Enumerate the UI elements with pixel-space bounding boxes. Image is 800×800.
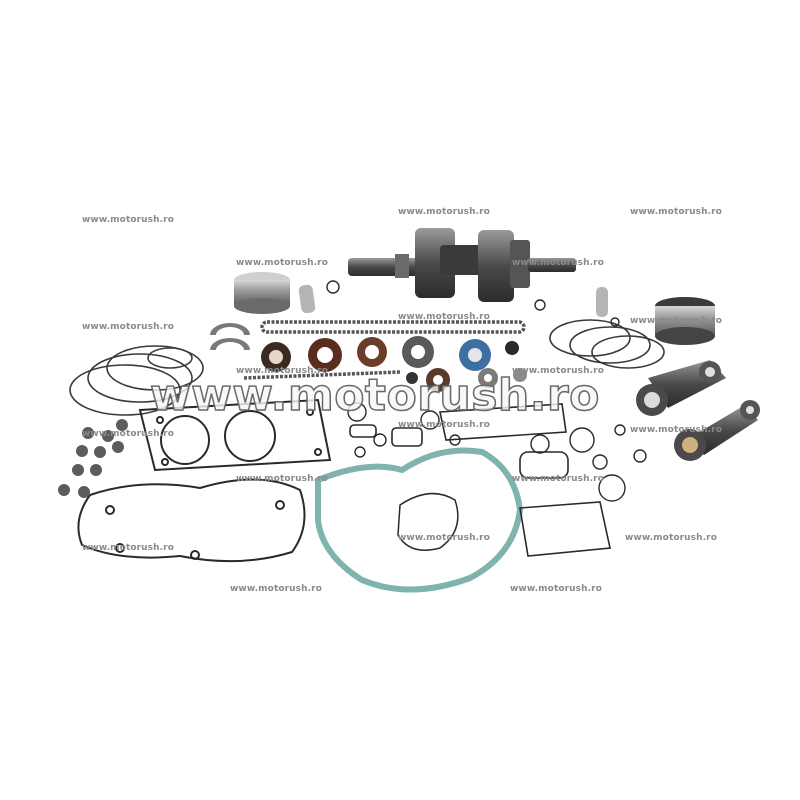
watermark-text: www.motorush.ro	[82, 215, 174, 225]
watermark-text: www.motorush.ro	[236, 366, 328, 376]
watermark-text: www.motorush.ro	[512, 474, 604, 484]
roller-bearing	[478, 368, 527, 388]
watermark-text: www.motorush.ro	[236, 474, 328, 484]
watermark-text: www.motorush.ro	[236, 258, 328, 268]
oil-seals	[261, 336, 519, 392]
base-gasket	[77, 478, 306, 563]
watermark-text: www.motorush.ro	[82, 429, 174, 439]
watermark-text: www.motorush.ro	[625, 533, 717, 543]
watermark-text: www.motorush.ro	[230, 584, 322, 594]
piston-rings-left	[69, 345, 204, 416]
watermark-text: www.motorush.ro	[82, 322, 174, 332]
watermark-text: www.motorush.ro	[398, 420, 490, 430]
valve-stem-seals	[58, 419, 128, 498]
cover-gaskets	[349, 403, 611, 557]
crankcase-gasket	[315, 447, 524, 593]
connecting-rods	[636, 360, 760, 461]
timing-chains	[243, 320, 526, 380]
watermark-text: www.motorush.ro	[398, 312, 490, 322]
piston-right	[596, 287, 715, 345]
watermark-text: www.motorush.ro	[398, 207, 490, 217]
watermark-text: www.motorush.ro	[82, 543, 174, 553]
watermark-text: www.motorush.ro	[630, 207, 722, 217]
watermark-text: www.motorush.ro	[630, 316, 722, 326]
head-gasket	[138, 398, 332, 472]
watermark-text: www.motorush.ro	[398, 533, 490, 543]
watermark-text: www.motorush.ro	[630, 425, 722, 435]
crankshaft	[348, 228, 576, 302]
piston-left	[234, 272, 316, 314]
watermark-text: www.motorush.ro	[512, 366, 604, 376]
watermark-large: www.motorush.ro	[149, 369, 600, 422]
watermark-text: www.motorush.ro	[512, 258, 604, 268]
piston-rings-right	[549, 319, 665, 369]
bearing-shells	[210, 323, 250, 350]
watermark-text: www.motorush.ro	[510, 584, 602, 594]
